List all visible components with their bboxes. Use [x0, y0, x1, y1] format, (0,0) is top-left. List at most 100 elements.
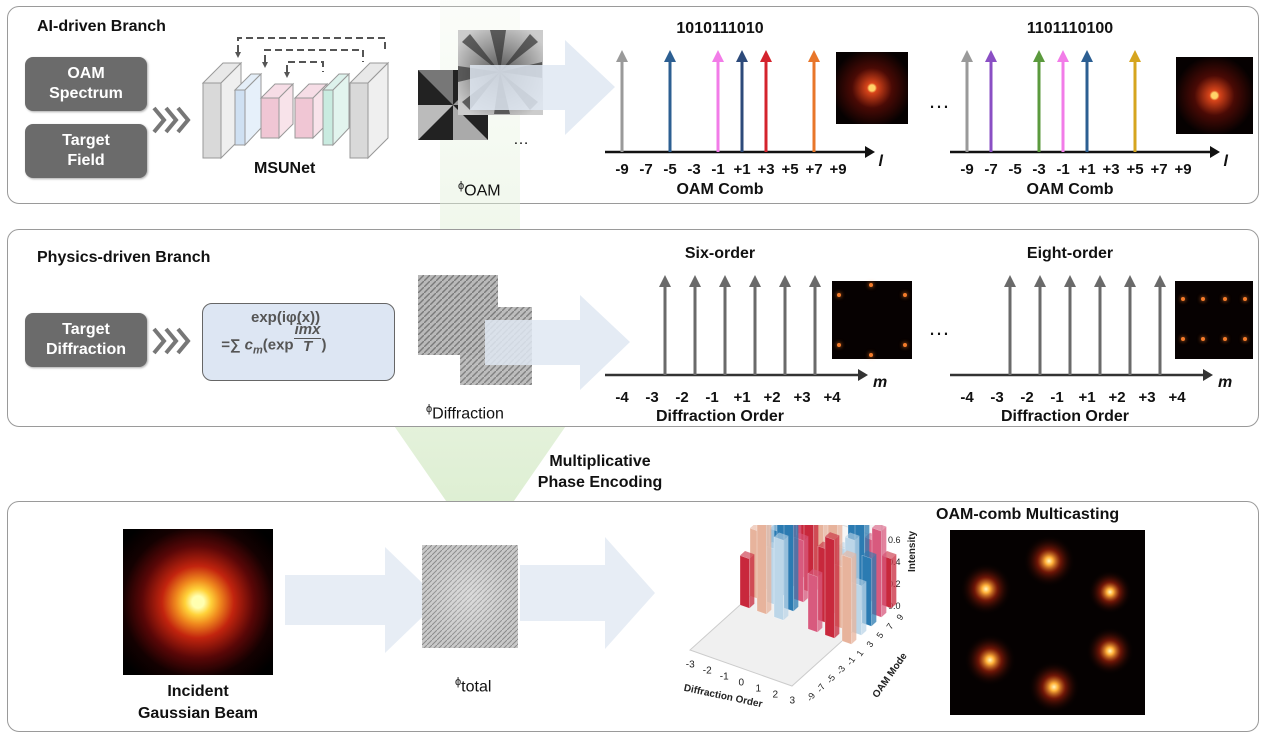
chevron-arrows-icon	[152, 106, 191, 134]
tick-label: -3	[990, 389, 1003, 405]
bar-side	[783, 535, 789, 621]
tick-label: +1	[733, 161, 750, 178]
multicast-title: OAM-comb Multicasting	[936, 506, 1120, 523]
tick-label: -7	[984, 161, 997, 178]
z-tick-label: 0.0	[888, 601, 901, 611]
bar-top	[740, 551, 755, 559]
bar-top	[808, 568, 823, 577]
tick-label: -7	[639, 161, 652, 178]
tick-label: -5	[663, 161, 676, 178]
x-tick-label: 0	[738, 678, 744, 689]
bar-top	[845, 532, 860, 541]
tick-label: +3	[1102, 161, 1119, 178]
tick-label: +3	[1138, 389, 1155, 405]
x-axis-head	[1203, 369, 1213, 381]
tick-label: +2	[1108, 389, 1125, 405]
order-arrow-head	[1004, 275, 1016, 287]
bar-top	[774, 532, 789, 541]
tick-label: -1	[1056, 161, 1069, 178]
tick-label: +4	[823, 389, 841, 405]
encoding-label-1: Multiplicative	[549, 453, 651, 470]
phi-symbol: ϕ	[458, 180, 465, 192]
tick-label: -4	[960, 389, 974, 405]
order-arrow-head	[1064, 275, 1076, 287]
tick-label: -2	[675, 389, 688, 405]
x-tick-label: 1	[755, 684, 761, 695]
tick-label: -1	[1050, 389, 1063, 405]
chevron-arrows-icon-2	[152, 327, 191, 355]
bar-side	[766, 525, 772, 615]
axis-variable: m	[873, 374, 887, 391]
axis-variable: l	[879, 153, 884, 170]
spot	[1201, 337, 1205, 341]
x-axis-head	[1210, 146, 1220, 158]
flow-arrow-output-2	[520, 537, 655, 649]
bar-side	[834, 535, 840, 639]
spot	[903, 343, 907, 347]
order-arrow-head	[1154, 275, 1166, 287]
x-tick-label: -3	[686, 660, 695, 671]
comb-arrow-head	[760, 50, 772, 62]
msunet-label: MSUNet	[254, 160, 316, 177]
tick-label: -9	[960, 161, 973, 178]
oam-spectrum-input: OAM Spectrum	[25, 57, 147, 111]
spot	[1243, 337, 1247, 341]
flow-arrow-ai	[470, 40, 615, 135]
y-tick-label: 3	[864, 639, 875, 649]
total-phase-image	[422, 545, 518, 648]
beam-spots	[960, 535, 1134, 713]
ai-ellipsis: …	[928, 88, 950, 113]
y-tick-label: 1	[854, 648, 865, 658]
axis-variable: m	[1218, 374, 1232, 391]
phi-total-label: ϕtotal	[455, 676, 492, 696]
order-arrow-head	[719, 275, 731, 287]
spot	[869, 353, 873, 357]
order1-caption: Diffraction Order	[655, 408, 784, 425]
bar-front	[824, 536, 835, 639]
bar-side	[891, 554, 897, 609]
msunet-diagram	[201, 37, 390, 160]
comb1-code: 1010111010	[676, 20, 764, 37]
tick-label: +1	[1078, 161, 1095, 178]
tick-label: -5	[1008, 161, 1021, 178]
tick-label: +4	[1168, 389, 1186, 405]
x-tick-label: 3	[789, 696, 795, 707]
comb2-code: 1101110100	[1026, 20, 1114, 37]
phi-diffraction-label: ϕDiffraction	[426, 403, 504, 423]
order-arrow-head	[809, 275, 821, 287]
tick-label: +3	[793, 389, 810, 405]
spot	[837, 343, 841, 347]
bar-top	[862, 550, 877, 559]
comb-arrow-head	[736, 50, 748, 62]
comb2-intensity-image	[1176, 57, 1253, 134]
flow-arrow-output-1	[285, 547, 440, 653]
axis-variable: l	[1224, 153, 1229, 170]
y-tick-label: -5	[824, 673, 837, 685]
tick-label: +9	[829, 161, 846, 178]
bar-front	[756, 525, 767, 615]
comb1-intensity-image	[836, 52, 908, 124]
order-arrow-head	[1034, 275, 1046, 287]
y-tick-label: -1	[844, 655, 857, 667]
bar-front	[739, 555, 750, 609]
tick-label: -3	[687, 161, 700, 178]
y-tick-label: -7	[814, 682, 827, 694]
tick-label: +5	[1126, 161, 1143, 178]
spot	[903, 293, 907, 297]
comb-arrow-head	[1129, 50, 1141, 62]
x-tick-label: -2	[703, 666, 712, 677]
incident-label-1: Incident	[167, 683, 229, 700]
tick-label: -3	[645, 389, 658, 405]
spot	[1181, 297, 1185, 301]
y-tick-label: 9	[894, 612, 905, 622]
physics-ellipsis: …	[928, 315, 950, 340]
tick-label: -4	[615, 389, 629, 405]
ai-branch-title: AI-driven Branch	[37, 18, 166, 35]
order2-caption: Diffraction Order	[1000, 408, 1129, 425]
order2-title: Eight-order	[1026, 245, 1114, 262]
z-tick-label: 0.6	[888, 535, 901, 545]
phi-oam-label: ϕOAM	[458, 180, 501, 200]
bar-side	[871, 553, 877, 627]
